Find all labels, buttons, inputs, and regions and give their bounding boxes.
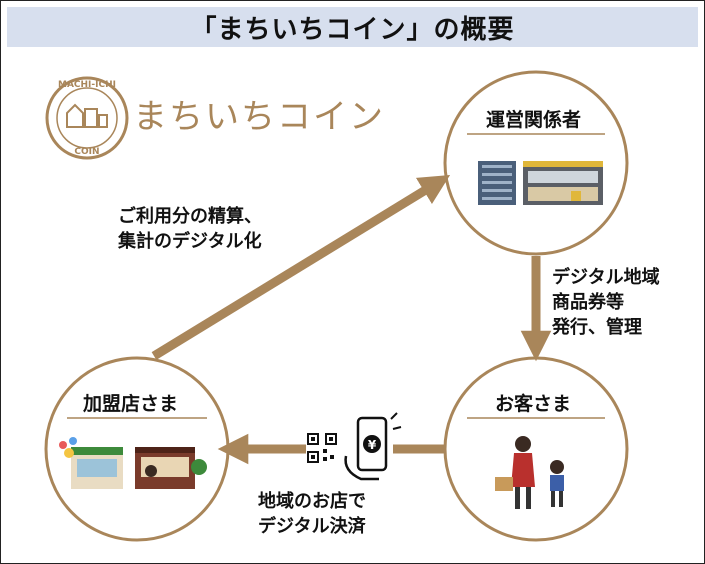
caption-line: 集計のデジタル化 [118, 231, 262, 252]
operator-to-customer-caption: デジタル地域 商品券等 発行、管理 [552, 265, 660, 340]
qr-code-icon [307, 433, 337, 463]
caption-line: 発行、管理 [552, 317, 642, 338]
cafe-icon [135, 447, 207, 489]
caption-line: 地域のお店で [258, 491, 366, 512]
arrow-merchant-to-operator [151, 175, 451, 360]
page-title: 「まちいちコイン」の概要 [190, 14, 515, 45]
caption-line: デジタル決済 [258, 516, 366, 537]
svg-text:COIN: COIN [74, 147, 99, 157]
svg-text:¥: ¥ [368, 438, 377, 452]
shopping-mall-icon [523, 161, 603, 205]
building-icon [478, 161, 516, 205]
customer-label: お客さま [495, 393, 572, 415]
caption-line: ご利用分の精算、 [118, 206, 262, 227]
storefront-icon [59, 437, 123, 489]
customer-to-merchant-caption: 地域のお店で デジタル決済 [258, 489, 366, 539]
operator-label: 運営関係者 [486, 109, 582, 131]
logo-seal-icon: MACHI-ICHI COIN [45, 76, 129, 160]
smartphone-yen-icon: ¥ [344, 412, 402, 481]
merchant-to-operator-caption: ご利用分の精算、 集計のデジタル化 [118, 204, 262, 254]
mother-child-shopping-icon [495, 436, 564, 509]
logo-name: まちいちコイン [133, 97, 385, 137]
svg-text:MACHI-ICHI: MACHI-ICHI [58, 80, 116, 90]
merchant-label: 加盟店さま [83, 393, 179, 415]
caption-line: デジタル地域 [552, 267, 660, 288]
customer-node [443, 356, 629, 542]
caption-line: 商品券等 [552, 292, 624, 313]
title-bar: 「まちいちコイン」の概要 [7, 7, 698, 47]
